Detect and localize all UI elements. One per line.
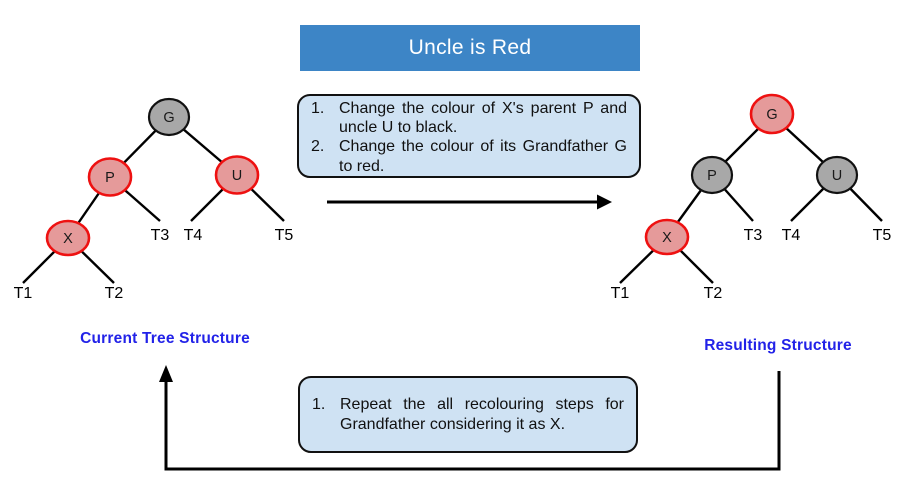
node-u [214, 155, 260, 195]
title-banner: Uncle is Red [300, 25, 640, 71]
list-item: 1. Change the colour of X's parent P and… [311, 99, 627, 137]
step-number: 1. [311, 100, 325, 117]
node-g-label: G [766, 107, 777, 123]
node-p [87, 157, 133, 197]
leaf-t3: T3 [744, 227, 763, 244]
leaf-t3: T3 [151, 227, 170, 244]
node-u-label: U [832, 168, 842, 184]
step-number: 2. [311, 138, 325, 156]
transform-arrow [327, 194, 612, 210]
node-u [815, 155, 859, 195]
leaf-t2: T2 [704, 285, 723, 302]
leaf-t4: T4 [782, 227, 801, 244]
step-number: 1. [312, 396, 326, 414]
leaf-t2: T2 [105, 285, 124, 302]
title-text: Uncle is Red [408, 36, 532, 59]
node-x-label: X [662, 230, 672, 246]
transform-arrow-head-icon [597, 194, 612, 210]
node-p [690, 155, 734, 195]
node-g [749, 93, 795, 135]
node-p-label: P [707, 168, 717, 184]
list-item: 2. Change the colour of its Grandfather … [311, 137, 627, 175]
feedback-loop-arrow [159, 365, 781, 471]
node-g [147, 97, 191, 137]
step-text: Repeat the all recolouring steps for Gra… [340, 396, 624, 433]
recolor-steps-box: 1. Change the colour of X's parent P and… [297, 94, 641, 178]
step-text: Change the colour of its Grandfather G t… [339, 138, 627, 175]
repeat-step-box: 1. Repeat the all recolouring steps for … [298, 376, 638, 453]
node-g-label: G [163, 110, 174, 126]
right-tree-caption: Resulting Structure [704, 337, 852, 354]
node-p-label: P [105, 170, 115, 186]
right-tree: G P U X T1 T2 T3 T4 T5 [611, 93, 892, 302]
node-x-label: X [63, 231, 73, 247]
leaf-t5: T5 [873, 227, 892, 244]
leaf-t4: T4 [184, 227, 203, 244]
left-tree-caption: Current Tree Structure [80, 330, 250, 347]
leaf-t5: T5 [275, 227, 294, 244]
left-tree: G P U X T1 T2 T3 T4 T5 [14, 97, 294, 302]
node-x [45, 219, 91, 257]
list-item: 1. Repeat the all recolouring steps for … [312, 395, 624, 433]
step-text: Change the colour of X's parent P and un… [339, 100, 627, 137]
node-x [644, 218, 690, 256]
feedback-arrow-head-icon [159, 365, 173, 382]
leaf-t1: T1 [14, 285, 33, 302]
leaf-t1: T1 [611, 285, 630, 302]
node-u-label: U [232, 168, 242, 184]
feedback-arrow-shaft [164, 371, 781, 471]
